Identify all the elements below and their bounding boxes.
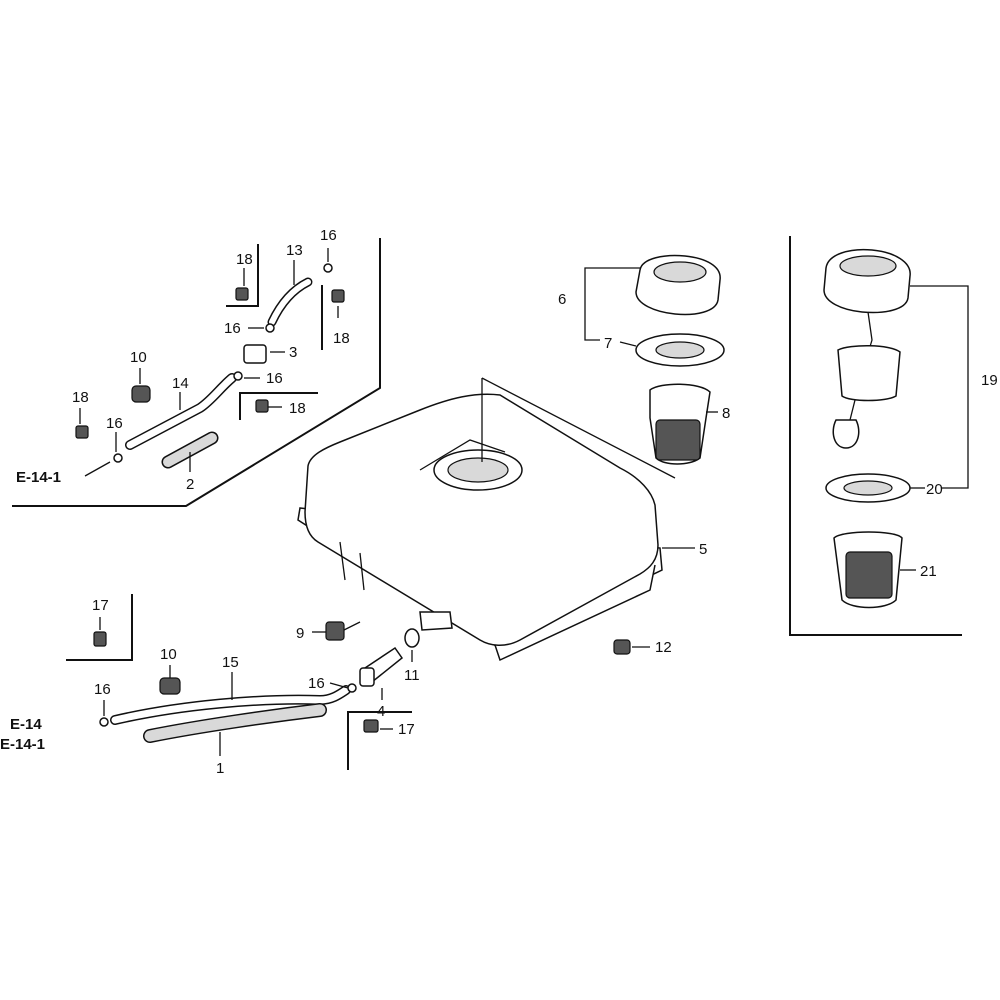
clip-17-b [363,719,379,733]
label-p5: 5 [699,541,707,558]
bracket-18-a [226,244,259,307]
washer-11 [404,628,420,648]
label-p15: 15 [222,654,239,671]
ref-e14: E-14 [10,716,42,733]
bracket-17-b [347,711,412,770]
tube-2 [161,431,219,469]
label-p13: 13 [286,242,303,259]
clip-16-a [323,263,333,273]
label-p20: 20 [926,481,943,498]
bracket-18-c [239,392,318,420]
label-p4: 4 [377,703,385,720]
clip-16-d [113,453,123,463]
label-p18d: 18 [72,389,89,406]
clip-17-a [93,631,107,647]
frame-upper-left [12,238,381,507]
label-p10b: 10 [160,646,177,663]
fuel-tube-15 [110,685,351,725]
leader-lines [79,248,969,756]
label-p10a: 10 [130,349,147,366]
grommet-10-a [131,385,151,403]
fuel-strainer [649,383,711,465]
kit-fuel-cap [823,248,911,449]
frame-right-kit [789,236,962,636]
label-p16f: 16 [308,675,325,692]
label-p16e: 16 [94,681,111,698]
ref-e14-1-upper: E-14-1 [16,469,61,486]
label-p18b: 18 [333,330,350,347]
label-p18c: 18 [289,400,306,417]
grommet-10-b [159,677,181,695]
cap-gasket [635,333,725,367]
clip-18-c [255,399,269,413]
label-p17b: 17 [398,721,415,738]
label-p14: 14 [172,375,189,392]
clip-16-b [265,323,275,333]
fuel-tank [297,377,676,662]
clip-18-a [235,287,249,301]
label-p17a: 17 [92,597,109,614]
label-p12: 12 [655,639,672,656]
label-p9: 9 [296,625,304,642]
label-p7: 7 [604,335,612,352]
clip-16-f [347,683,357,693]
label-p2: 2 [186,476,194,493]
label-p21: 21 [920,563,937,580]
label-p16a: 16 [320,227,337,244]
fuel-tube-14 [125,373,237,450]
fuel-tube-upper-13 [267,277,313,327]
tube-1 [143,703,327,743]
label-p6: 6 [558,291,566,308]
label-p18a: 18 [236,251,253,268]
kit-cap-gasket [825,473,911,503]
part-labels: 1 2 3 4 5 6 7 8 9 10 10 11 12 13 14 15 1… [72,227,998,777]
clip-18-d [75,425,89,439]
label-p16d: 16 [106,415,123,432]
ref-e14-1-lower: E-14-1 [0,736,45,753]
label-p8: 8 [722,405,730,422]
label-p16c: 16 [266,370,283,387]
label-p1: 1 [216,760,224,777]
reference-labels: E-14-1 E-14 E-14-1 [0,469,61,753]
label-p19: 19 [981,372,998,389]
clip-18-b [331,289,345,303]
label-p11: 11 [404,667,420,684]
bracket-17-a [66,594,133,661]
label-p3: 3 [289,344,297,361]
bolt-9 [325,621,361,641]
fuel-valve [359,646,404,687]
fuel-cap [635,254,721,316]
nut-12 [613,639,631,655]
label-p16b: 16 [224,320,241,337]
clip-16-e [99,717,109,727]
fuel-filter [243,344,267,364]
kit-fuel-strainer [833,531,903,609]
clip-16-c [233,371,243,381]
